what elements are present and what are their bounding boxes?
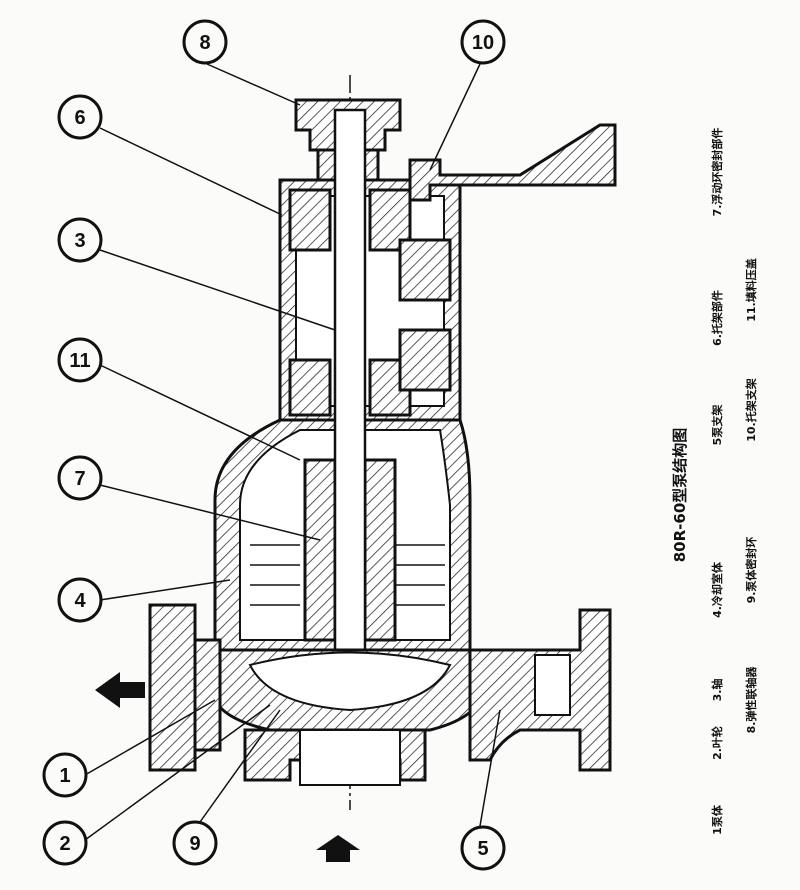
callout-8: 8 — [182, 19, 228, 65]
parts-legend: 1泵体 2.叶轮 3.轴 4.冷却室体 5泵支架 6.托架部件 7.浮动环密封部… — [710, 128, 758, 835]
legend-item-4: 4.冷却室体 — [710, 561, 724, 618]
leader-lines — [84, 63, 501, 841]
diagram-title: 80R-60型泵结构图 — [671, 428, 689, 563]
legend-item-1: 1泵体 — [710, 804, 724, 835]
inlet-arrow-icon — [316, 835, 360, 862]
svg-text:3: 3 — [74, 230, 85, 252]
svg-text:5: 5 — [477, 838, 488, 860]
legend-item-5: 5泵支架 — [710, 405, 724, 446]
svg-text:7: 7 — [74, 468, 85, 490]
callout-5: 5 — [460, 825, 506, 871]
legend-item-8: 8.弹性联轴器 — [744, 666, 758, 734]
legend-item-11: 11.填料压盖 — [744, 258, 758, 322]
svg-text:10: 10 — [472, 32, 494, 54]
svg-text:6: 6 — [74, 107, 85, 129]
svg-text:8: 8 — [199, 32, 210, 54]
legend-item-6: 6.托架部件 — [710, 290, 724, 346]
callout-7: 7 — [57, 455, 103, 501]
legend-item-9: 9.泵体密封环 — [744, 537, 758, 604]
svg-text:9: 9 — [189, 833, 200, 855]
svg-text:2: 2 — [59, 833, 70, 855]
svg-text:1: 1 — [59, 765, 70, 787]
svg-text:11: 11 — [69, 350, 90, 372]
callout-10: 10 — [460, 19, 506, 65]
callout-11: 11 — [57, 337, 103, 383]
callout-6: 6 — [57, 94, 103, 140]
svg-text:4: 4 — [74, 590, 86, 612]
callout-2: 2 — [42, 820, 88, 866]
legend-item-2: 2.叶轮 — [710, 726, 724, 760]
outlet-arrow-icon — [95, 672, 145, 708]
legend-item-7: 7.浮动环密封部件 — [710, 128, 724, 217]
callout-1: 1 — [42, 752, 88, 798]
callout-9: 9 — [172, 820, 218, 866]
pump-cross-section — [95, 75, 617, 862]
legend-item-3: 3.轴 — [710, 679, 724, 702]
legend-item-10: 10.托架支架 — [744, 378, 758, 442]
callout-4: 4 — [57, 577, 103, 623]
callout-3: 3 — [57, 217, 103, 263]
